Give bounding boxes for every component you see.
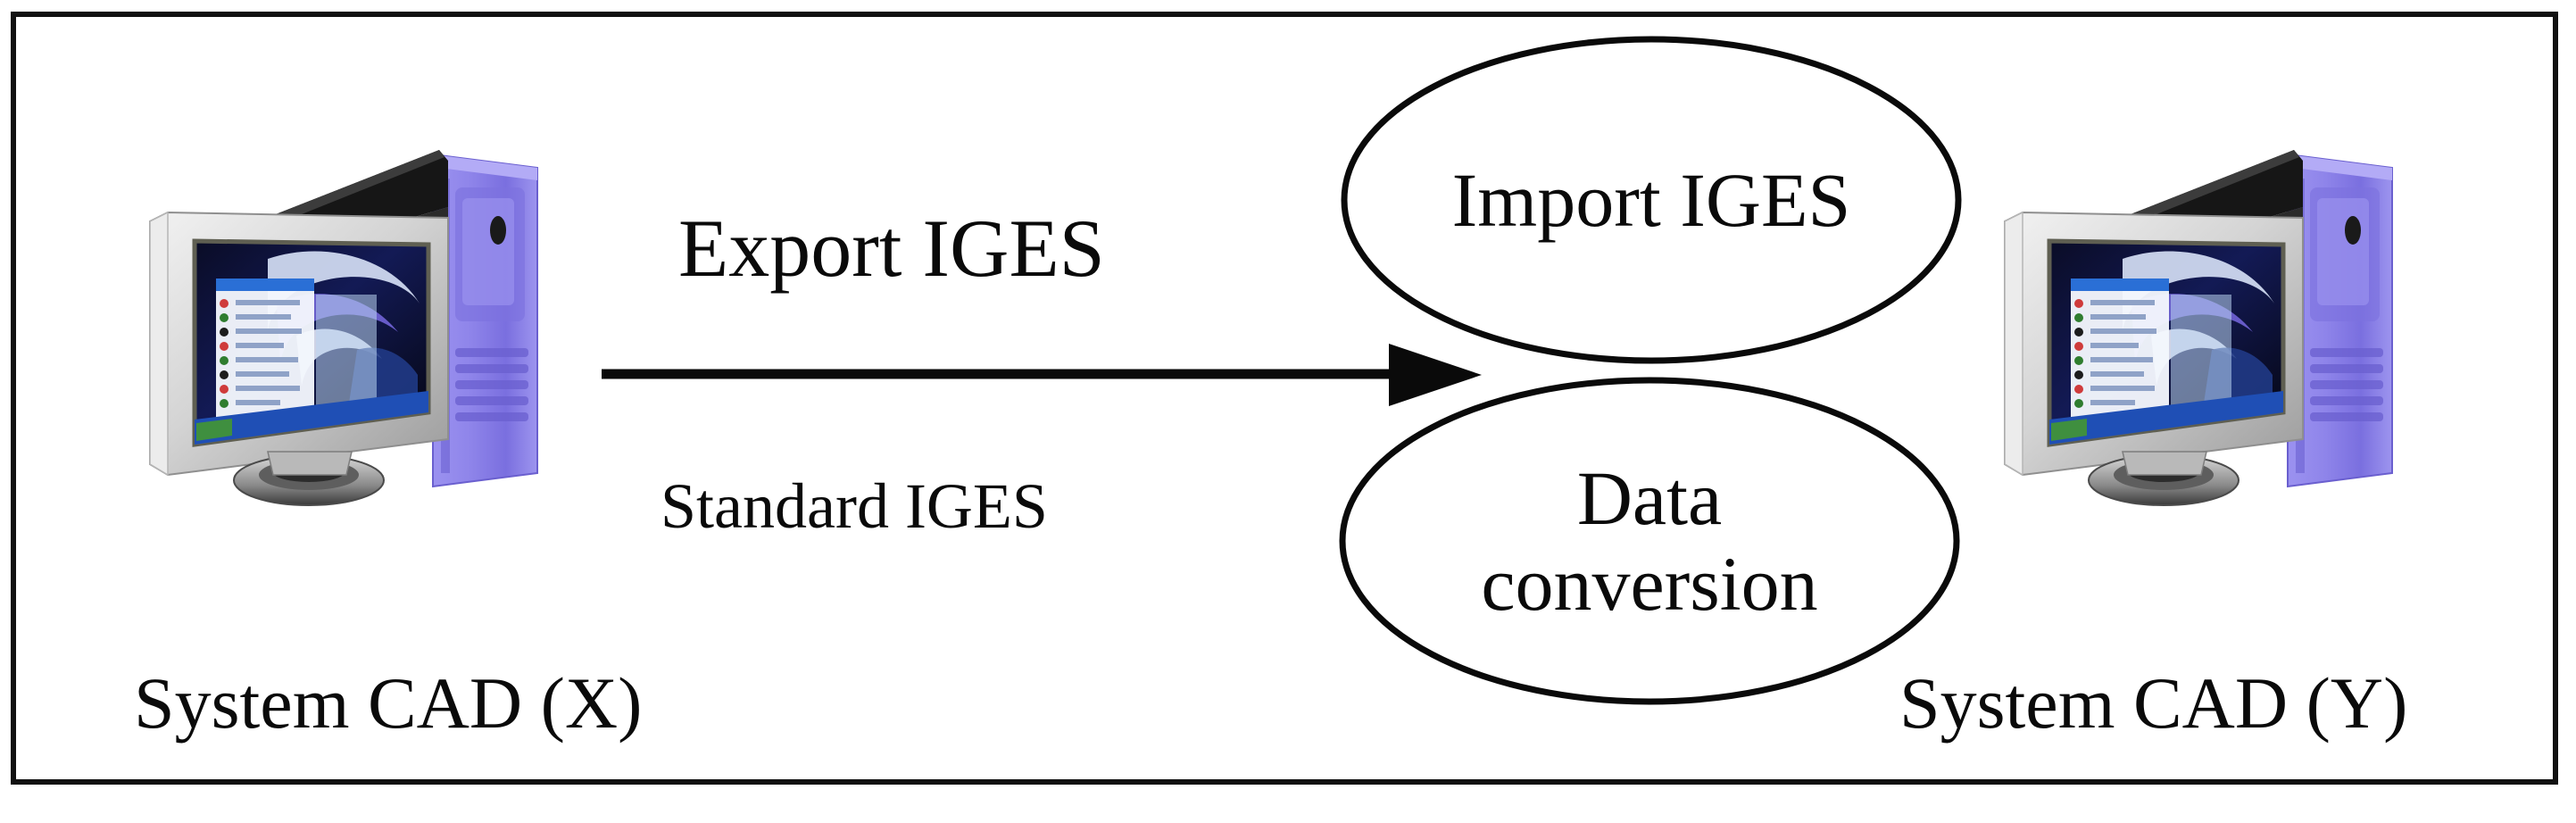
right-arrow-icon [598,335,1482,415]
tower-case [2287,153,2393,488]
desktop-computer-icon-target [1989,125,2408,518]
export-iges-label: Export IGES [678,203,1105,294]
system-cad-x-label: System CAD (X) [134,662,643,744]
import-iges-bubble: Import IGES [1339,34,1964,366]
data-conversion-text-line2: conversion [1481,541,1818,627]
desktop-computer-icon-source [134,125,553,518]
monitor-stand [233,451,385,506]
standard-iges-label: Standard IGES [661,470,1048,542]
data-conversion-bubble: Data conversion [1337,375,1962,707]
data-conversion-text-line1: Data [1576,454,1723,541]
crt-monitor [149,211,449,477]
monitor-stand [2088,451,2239,506]
crt-monitor [2004,211,2304,477]
import-iges-text: Import IGES [1451,156,1851,243]
system-cad-y-label: System CAD (Y) [1899,662,2408,744]
